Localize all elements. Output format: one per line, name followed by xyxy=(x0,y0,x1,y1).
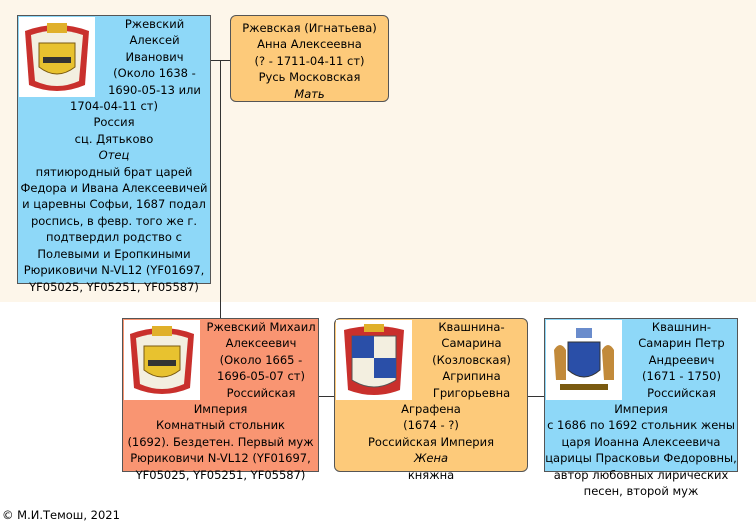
person-name: Квашнин-Самарин Петр Андреевич xyxy=(638,320,725,367)
person-card-wife[interactable]: Квашнина-Самарина (Козловская) Агрипина … xyxy=(334,318,528,482)
person-country: Российская Империя xyxy=(193,385,296,417)
person-haplogroup: Рюриковичи N-VL12 (YF01697, YF05025, YF0… xyxy=(130,451,311,482)
person-note: (1692). Бездетен. Первый муж xyxy=(127,434,314,449)
person-title: Комнатный стольник xyxy=(156,418,285,433)
person-name: Квашнина-Самарина (Козловская) Агрипина … xyxy=(401,320,511,417)
person-card-subject[interactable]: Ржевский Михаил Алексеевич (Около 1665 -… xyxy=(122,318,319,482)
coat-of-arms-icon xyxy=(546,320,622,400)
person-dates: (Около 1665 - 1696-05-07 ст) xyxy=(217,352,305,384)
coat-of-arms-icon xyxy=(336,320,412,400)
copyright-text: © М.И.Темош, 2021 xyxy=(2,508,120,522)
person-dates: (Около 1638 - 1690-05-13 или 1704-04-11 … xyxy=(70,66,201,114)
coat-of-arms-icon xyxy=(19,17,95,97)
connector-subject-wife xyxy=(318,396,334,397)
connector-parents-child xyxy=(220,60,221,318)
person-country: Российская Империя xyxy=(614,385,716,417)
person-card-mother[interactable]: Ржевская (Игнатьева) Анна Алексеевна (? … xyxy=(230,15,389,102)
person-country: Российская Империя xyxy=(367,434,495,449)
coat-of-arms-icon xyxy=(124,320,200,400)
person-place: Русь Московская xyxy=(258,70,361,85)
person-card-father[interactable]: Ржевский Алексей Иванович (Около 1638 - … xyxy=(17,15,211,294)
person-role: Жена xyxy=(413,451,449,466)
person-place: сц. Дятьково xyxy=(74,131,154,146)
person-name: Ржевский Михаил Алексеевич xyxy=(206,320,316,351)
person-role: Отец xyxy=(98,148,130,163)
person-note: пятиюродный брат царей Федора и Ивана Ал… xyxy=(20,164,208,261)
person-name: Ржевская (Игнатьева) Анна Алексеевна xyxy=(242,21,377,52)
person-dates: (1671 - 1750) xyxy=(642,369,721,384)
connector-wife-husband2 xyxy=(528,396,544,397)
person-dates: (1674 - ?) xyxy=(403,418,459,433)
person-dates: (? - 1711-04-11 ст) xyxy=(254,53,365,68)
person-country: Россия xyxy=(93,115,135,130)
person-haplogroup: Рюриковичи N-VL12 (YF01697, YF05025, YF0… xyxy=(23,263,205,294)
person-title: княжна xyxy=(407,467,455,482)
person-career: с 1686 по 1692 стольник жены царя Иоанна… xyxy=(545,418,737,499)
person-role: Мать xyxy=(294,86,325,101)
person-card-second-husband[interactable]: Квашнин-Самарин Петр Андреевич (1671 - 1… xyxy=(544,318,738,498)
person-name: Ржевский Алексей Иванович xyxy=(124,17,185,64)
